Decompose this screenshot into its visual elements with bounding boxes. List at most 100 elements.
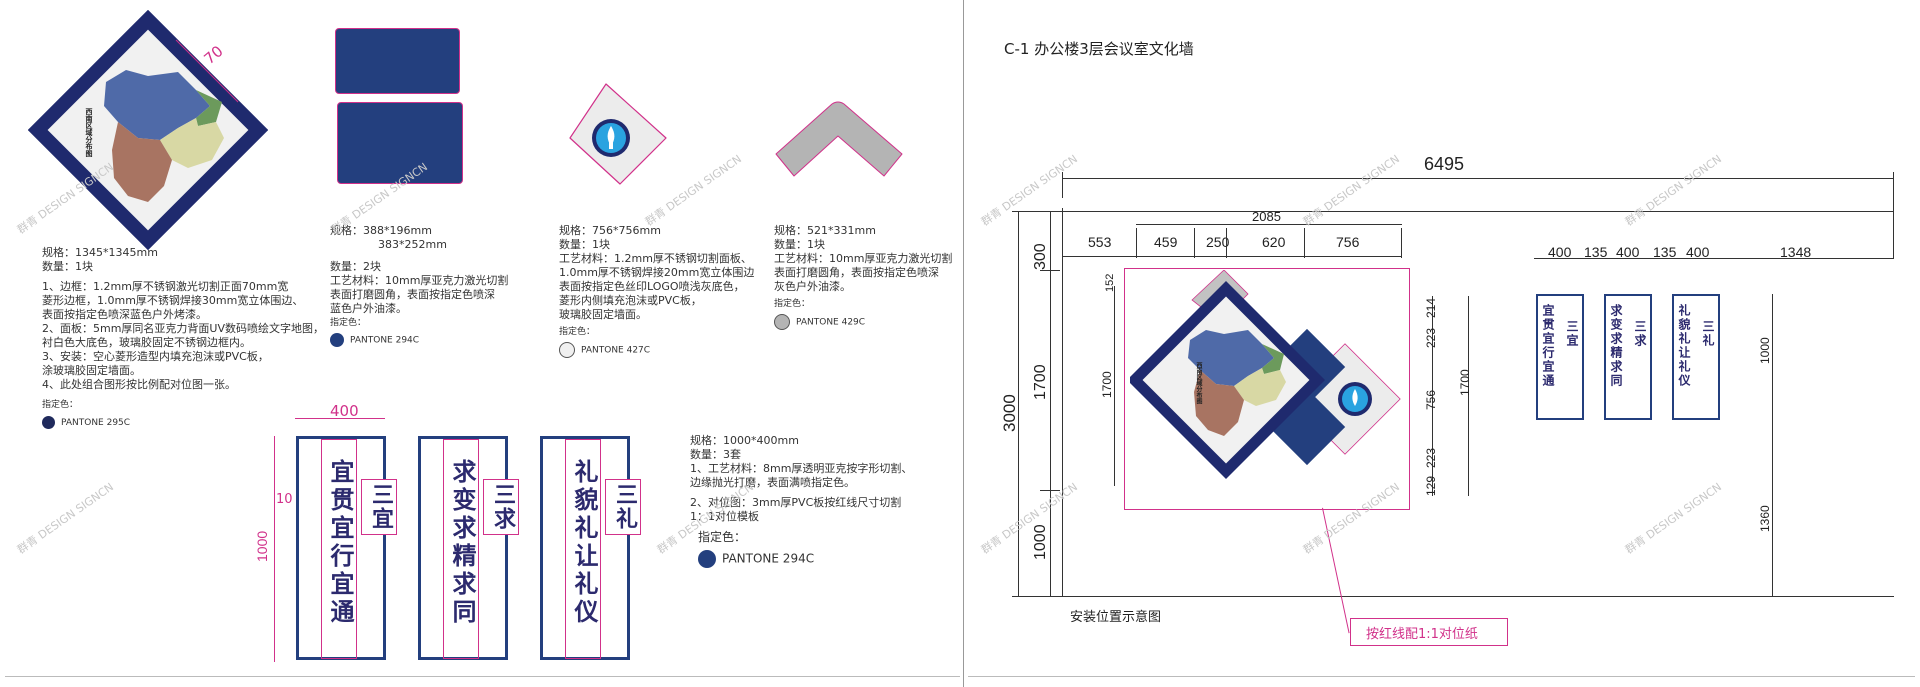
right-plaque-3-main: 礼貌礼让礼仪 [1677,304,1691,388]
diamond-desc-3: 2、面板：5mm厚同名亚克力背面UV数码喷绘文字地图， [42,322,325,335]
dim-214: 214 [1424,297,1438,318]
blue-spec-1: 规格：388*196mm [330,224,432,237]
dim-1700: 1700 [1032,364,1049,400]
dim-152: 152 [1104,273,1116,292]
chevron-spec-block: 规格：521*331mm 数量：1块 工艺材料：10mm厚亚克力激光切割 表面打… [774,224,952,330]
plaques-spec: 规格：1000*400mm [690,434,799,447]
diamond-desc-7: 4、此处组合图形按比例配对位图一张。 [42,378,236,391]
logo-desc-4: 玻璃胶固定墙面。 [559,308,647,321]
pantone-294c-swatch-2 [698,550,716,568]
logo-desc-0: 工艺材料：1.2mm厚不锈钢切割面板、 [559,252,752,265]
chevron-gray [775,101,903,177]
dim-ticks [1136,228,1137,258]
dim-1000: 1000 [1032,524,1049,560]
diamond-color-label: 指定色： [42,400,79,410]
chevron-desc-1: 表面打磨圆角，表面按指定色喷深 [774,266,939,279]
right-plaque-1-main: 宜贯宜行宜通 [1541,304,1555,388]
diamond-desc-2: 表面按指定色喷深蓝色户外烤漆。 [42,308,207,321]
left-plaque-2-tag: 三求 [490,483,516,531]
dim-223b: 223 [1424,447,1438,468]
dim-756: 756 [1336,234,1360,250]
blue-pantone-label: PANTONE 294C [350,335,420,346]
dim-250: 250 [1206,234,1230,250]
logo-pantone: PANTONE 427C [559,342,754,358]
left-plaque-1-tag-box [361,479,397,535]
dim-line-2085 [1136,224,1402,225]
pantone-429c-swatch [774,314,790,330]
dim-tick-left [1062,172,1063,198]
plaques-desc-2: 2、对位图：3mm厚PVC板按红线尺寸切割 [690,496,902,509]
dim-right-1700: 1700 [1458,369,1472,396]
dim-p135a: 135 [1584,244,1608,260]
composite-wall-art [1130,270,1401,479]
diamond-map-sign [28,10,268,250]
dim-553: 553 [1088,234,1112,250]
blue-spec-2: 383*252mm [378,238,447,251]
dim-ticks [1304,228,1305,258]
plaques-dim-width-line [295,418,385,419]
logo-qty: 数量：1块 [559,238,610,251]
plaques-desc-1: 边缘抛光打磨，表面满喷指定色。 [690,476,855,489]
plaques-pantone: PANTONE 294C [690,550,912,568]
left-plaque-1-tag: 三宜 [368,483,394,531]
dim-2085: 2085 [1252,209,1281,224]
left-plaque-3-guide [565,439,601,659]
diamond-pantone-label: PANTONE 295C [61,418,131,428]
blue-desc-2: 蓝色户外油漆。 [330,302,407,315]
plaques-spec-block: 规格：1000*400mm 数量：3套 1、工艺材料：8mm厚透明亚克按字形切割… [690,434,912,568]
dim-129: 129 [1424,475,1438,496]
dim-223a: 223 [1424,327,1438,348]
dim-tick-right [1893,172,1894,258]
right-plaque-3: 礼貌礼让礼仪 三礼 [1672,294,1720,420]
bottom-rule-right [968,676,1915,677]
chevron-pantone: PANTONE 429C [774,314,952,330]
diamond-desc-1: 菱形边框，1.0mm厚不锈钢焊接30mm宽立体围边、 [42,294,304,307]
dim-line-3000 [1018,211,1019,596]
watermark: 群青 DESIGN SIGNCN [14,480,116,557]
chevron-pantone-label: PANTONE 429C [796,317,866,328]
blue-color-label: 指定色： [330,318,367,328]
pantone-427c-swatch [559,342,575,358]
diamond-desc-6: 涂玻璃胶固定墙面。 [42,364,141,377]
blue-desc-0: 工艺材料：10mm厚亚克力激光切割 [330,274,509,287]
dim-3000: 3000 [1000,394,1019,432]
note-text: 按红线配1:1对位纸 [1366,627,1478,642]
dim-tick-300 [1040,270,1060,271]
dim-tick-1700 [1040,490,1060,491]
blue-pantone: PANTONE 294C [330,333,508,348]
install-caption: 安装位置示意图 [1070,610,1162,625]
top-wall-line [1012,211,1894,212]
dim-ticks [1194,228,1195,258]
left-plaque-2: 求变求精求同 三求 [418,436,519,660]
plaque-dim-line [1534,258,1894,259]
left-plaque-3-tag: 三礼 [612,483,638,531]
map-title: 西南区域分布图 [85,108,93,157]
dim-p135b: 135 [1653,244,1677,260]
dim-459: 459 [1154,234,1178,250]
diamond-spec: 规格：1345*1345mm [42,246,158,259]
right-title: C-1 办公楼3层会议室文化墙 [1004,40,1194,58]
plaques-dim-height: 1000 [254,530,270,562]
right-plaque-2-tag: 三求 [1633,320,1647,348]
plaque-height-line [1772,294,1773,596]
diamond-spec-block: 规格：1345*1345mm 数量：1块 1、边框：1.2mm厚不锈钢激光切割正… [42,246,324,430]
left-plaque-2-guide [443,439,479,659]
diamond-desc-4: 衬白色大底色，玻璃胶固定不锈钢边框内。 [42,336,251,349]
dim-plaque-1360: 1360 [1758,505,1772,532]
right-dim-line [1432,296,1433,496]
dim-6495: 6495 [1424,154,1465,174]
diamond-desc-0: 1、边框：1.2mm厚不锈钢激光切割正面70mm宽 [42,280,289,293]
plaques-dim-width: 400 [330,402,359,420]
plaques-dim-height-line [274,436,275,662]
dim-620: 620 [1262,234,1286,250]
right-plaque-1: 宜贯宜行宜通 三宜 [1536,294,1584,420]
plaques-desc-3: 1：1对位模板 [690,510,759,523]
right-plaque-1-tag: 三宜 [1565,320,1579,348]
note-box [1350,618,1508,646]
pantone-295c-swatch [42,416,55,429]
chevron-color-label: 指定色： [774,299,811,309]
left-plaque-1-main: 宜贯宜行宜通 [326,459,355,627]
logo-panel-spec-block: 规格：756*756mm 数量：1块 工艺材料：1.2mm厚不锈钢切割面板、 1… [559,224,754,358]
wall-outline [1062,208,1895,596]
inner-dim-line [1114,286,1115,486]
